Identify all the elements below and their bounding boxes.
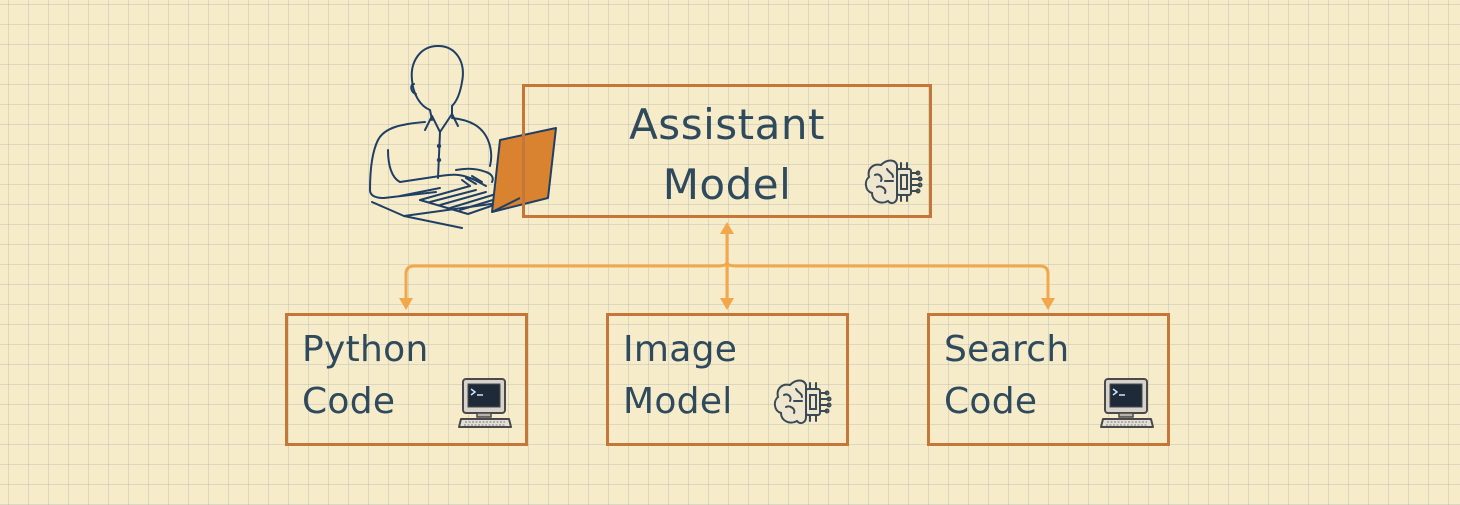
python-code-label: Python Code [302,329,429,422]
brain-chip-icon [864,159,923,205]
assistant-model-box: Assistant Model [522,84,932,218]
brain-chip-icon [773,379,832,425]
python-code-box: Python Code [285,313,528,446]
arrowhead-image [720,298,734,310]
image-model-box: Image Model [606,313,849,446]
computer-terminal-icon [458,378,512,428]
arrowhead-python [399,298,413,310]
arrowhead-main [720,222,734,234]
search-code-box: Search Code [927,313,1170,446]
image-model-label: Image Model [623,329,738,422]
arrow-to-search [725,260,1050,302]
arrowhead-search [1041,298,1055,310]
computer-terminal-icon [1100,378,1154,428]
assistant-model-label: Assistant Model [629,100,825,209]
search-code-label: Search Code [944,329,1070,422]
